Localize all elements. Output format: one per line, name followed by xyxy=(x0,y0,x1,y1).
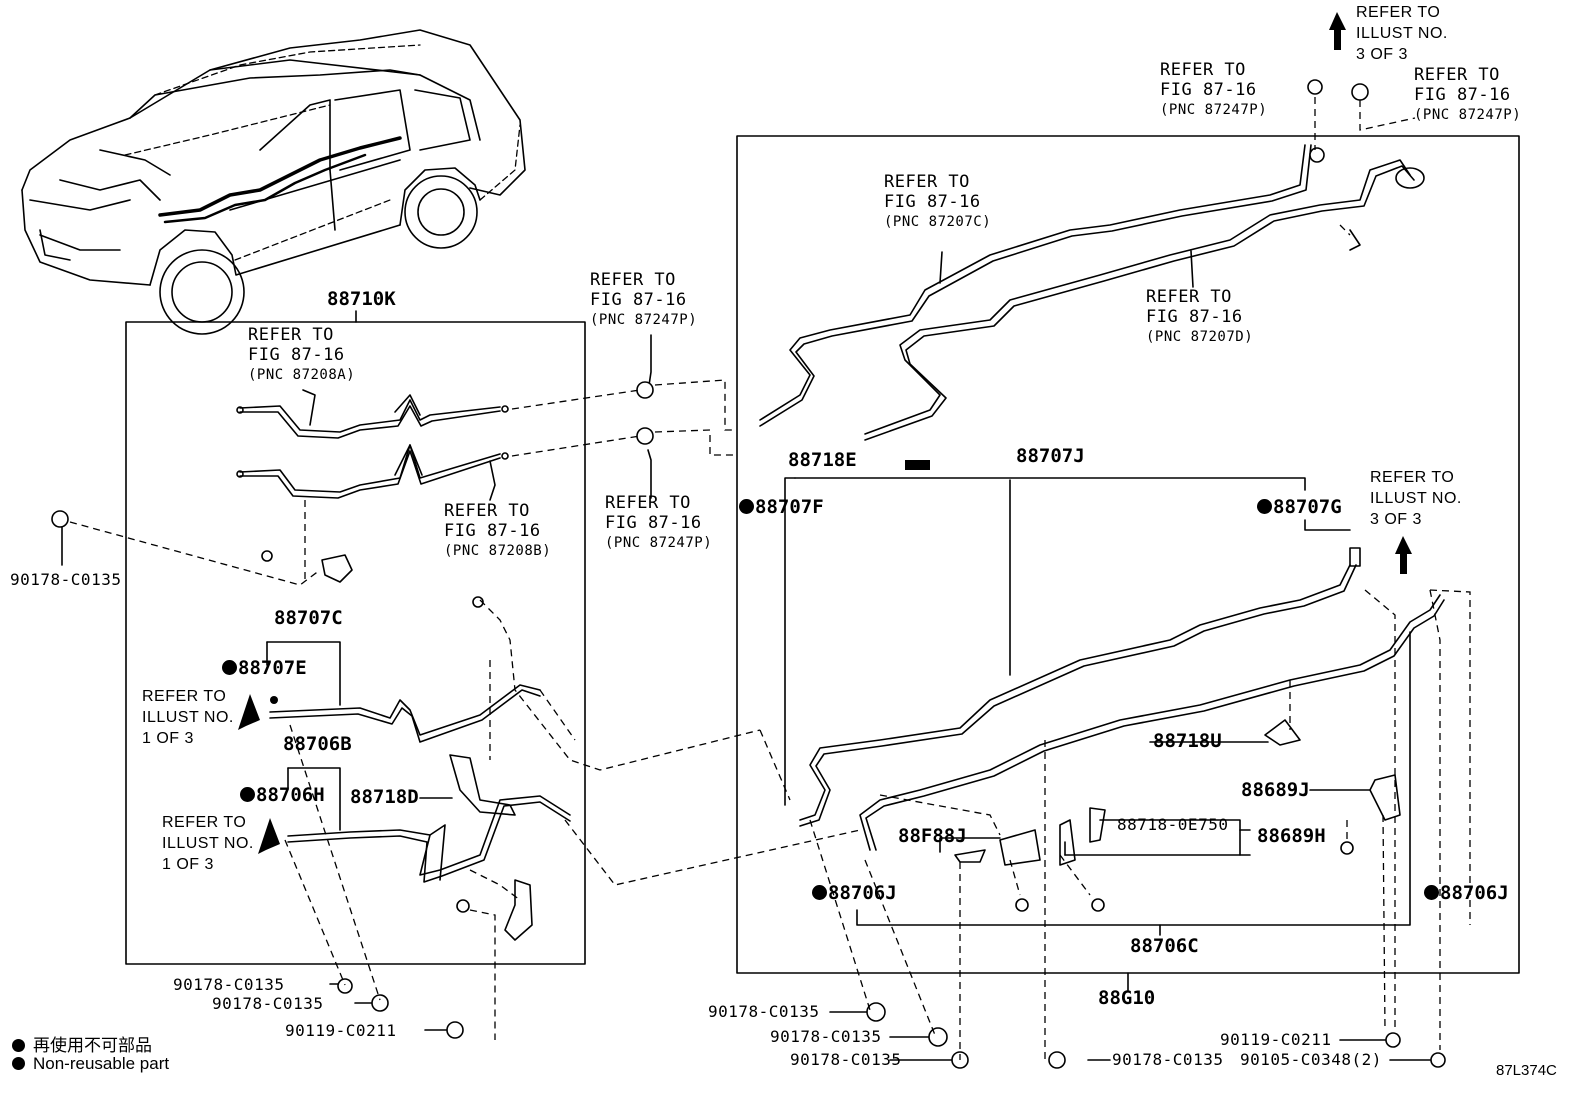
non-reusable-dot-icon xyxy=(12,1039,25,1052)
part-88710K: 88710K xyxy=(327,288,396,310)
non-reusable-dot-icon xyxy=(240,787,255,802)
part-88718-0E750: 88718-0E750 xyxy=(1117,815,1229,834)
part-88707F: 88707F xyxy=(739,497,824,517)
part-88706B: 88706B xyxy=(283,733,352,755)
part-88707J: 88707J xyxy=(1016,445,1085,467)
part-90105-C0348: 90105-C0348(2) xyxy=(1240,1050,1382,1069)
part-90119-C0211-b: 90119-C0211 xyxy=(1220,1030,1332,1049)
part-90178-C0135-c: 90178-C0135 xyxy=(212,994,324,1013)
non-reusable-dot-icon xyxy=(12,1057,25,1070)
part-90178-C0135-f: 90178-C0135 xyxy=(790,1050,902,1069)
non-reusable-dot-icon xyxy=(812,885,827,900)
legend-japanese: 再使用不可部品 xyxy=(12,1031,152,1056)
part-88706H: 88706H xyxy=(240,785,325,805)
legend-english: Non-reusable part xyxy=(12,1054,169,1074)
part-88718E: 88718E xyxy=(788,449,857,471)
part-88706J-left: 88706J xyxy=(812,883,897,903)
part-88689H: 88689H xyxy=(1257,825,1326,847)
non-reusable-dot-icon xyxy=(739,499,754,514)
part-90178-C0135-b: 90178-C0135 xyxy=(173,975,285,994)
figure-code: 87L374C xyxy=(1496,1062,1557,1079)
part-88718D: 88718D xyxy=(350,786,419,808)
part-88718U: 88718U xyxy=(1153,730,1222,752)
part-88689J: 88689J xyxy=(1241,779,1310,801)
non-reusable-dot-icon xyxy=(1424,885,1439,900)
part-90178-C0135-e: 90178-C0135 xyxy=(770,1027,882,1046)
part-88707G: 88707G xyxy=(1257,497,1342,517)
part-90178-C0135-g: 90178-C0135 xyxy=(1112,1050,1224,1069)
part-90178-C0135-a: 90178-C0135 xyxy=(10,570,122,589)
vehicle-illustration xyxy=(21,29,526,335)
part-88G10: 88G10 xyxy=(1098,987,1156,1009)
part-88F88J: 88F88J xyxy=(898,825,967,847)
part-90178-C0135-d: 90178-C0135 xyxy=(708,1002,820,1021)
non-reusable-dot-icon xyxy=(1257,499,1272,514)
part-90119-C0211-a: 90119-C0211 xyxy=(285,1021,397,1040)
part-88707C: 88707C xyxy=(274,607,343,629)
non-reusable-dot-icon xyxy=(222,660,237,675)
part-88706J-right: 88706J xyxy=(1424,883,1509,903)
part-88706C: 88706C xyxy=(1130,935,1199,957)
part-88707E: 88707E xyxy=(222,658,307,678)
